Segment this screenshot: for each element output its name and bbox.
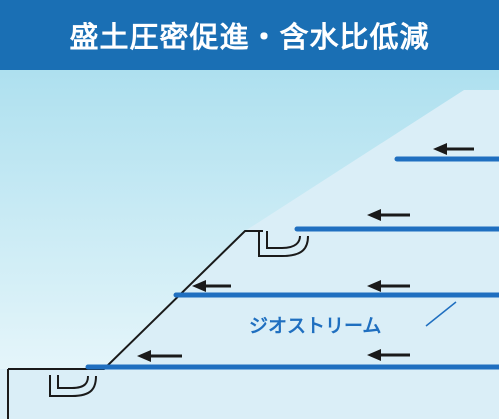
arrow-left-icon <box>192 280 231 292</box>
page-title: 盛土圧密促進・含水比低減 <box>69 20 430 54</box>
embankment-body <box>0 90 499 419</box>
slope-outline <box>8 230 263 370</box>
geostream-label: ジオストリーム <box>249 315 381 337</box>
geostream-layers <box>85 156 499 370</box>
arrow-left-icon <box>367 280 410 292</box>
arrow-left-icon <box>367 349 410 361</box>
arrow-left-icon <box>367 209 410 221</box>
title-bar: 盛土圧密促進・含水比低減 <box>0 0 499 70</box>
drain-channel-icon <box>258 231 309 257</box>
arrow-left-icon <box>433 143 474 155</box>
embankment-diagram: ジオストリーム <box>0 70 499 419</box>
callout-leader <box>425 301 457 327</box>
cross-section-svg: ジオストリーム <box>0 70 499 419</box>
arrow-left-icon <box>137 350 182 362</box>
drain-channel-icon <box>49 375 97 397</box>
flow-arrows <box>137 143 474 362</box>
